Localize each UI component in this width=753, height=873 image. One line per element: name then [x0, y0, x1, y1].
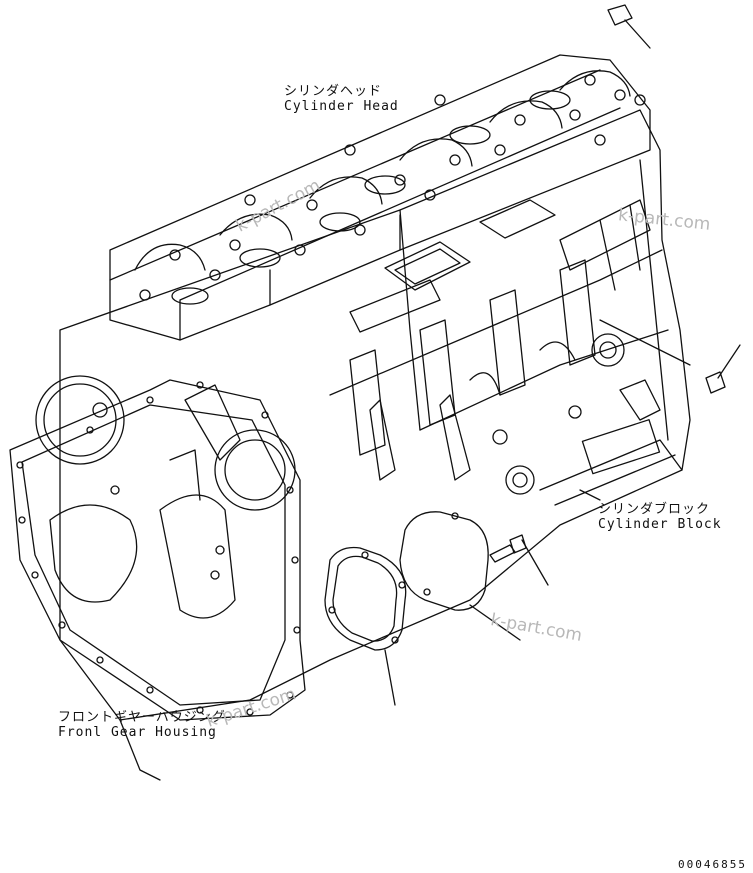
- front-gear-housing-label-jp: フロントギヤーハウジング: [58, 710, 226, 725]
- cylinder-block-label-jp: シリンダブロック: [598, 502, 711, 517]
- cylinder-head-label: シリンダヘッド Cylinder Head: [284, 84, 399, 114]
- cover-and-gasket-drawing: [324, 511, 549, 706]
- cylinder-block-label-en: Cylinder Block: [598, 517, 722, 532]
- cylinder-head-drawing: [109, 54, 651, 341]
- cylinder-head-label-jp: シリンダヘッド: [284, 84, 383, 99]
- front-gear-housing-drawing: [9, 375, 306, 781]
- cylinder-block-drawing: [59, 109, 691, 721]
- cylinder-head-label-en: Cylinder Head: [284, 99, 399, 114]
- front-gear-housing-label-en: Fronl Gear Housing: [58, 725, 217, 740]
- plugs-and-leaders: [579, 4, 741, 501]
- cylinder-block-label: シリンダブロック Cylinder Block: [598, 502, 722, 532]
- front-gear-housing-label: フロントギヤーハウジング Fronl Gear Housing: [58, 710, 226, 740]
- document-number: 00046855: [678, 858, 747, 871]
